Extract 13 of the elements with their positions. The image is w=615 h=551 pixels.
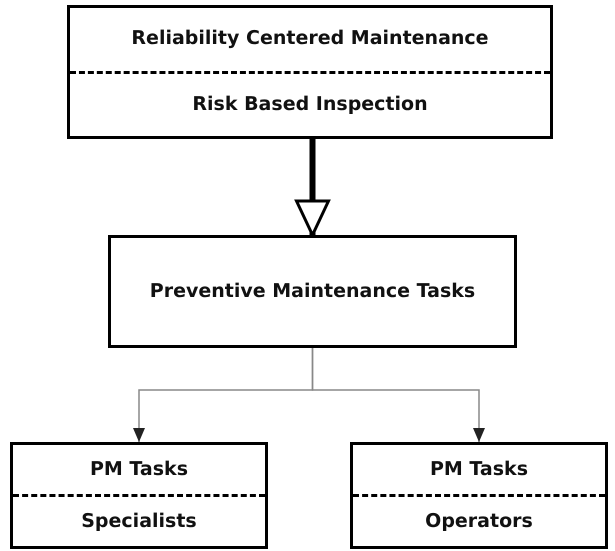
box-label: Reliability Centered Maintenance (131, 27, 489, 52)
process-box (108, 235, 517, 348)
box-label: Specialists (81, 510, 197, 534)
process-box (10, 442, 268, 549)
arrow (312, 348, 485, 442)
process-box (67, 5, 553, 139)
box-label: Operators (425, 510, 533, 534)
box-label: PM Tasks (90, 458, 188, 482)
box-label: Preventive Maintenance Tasks (150, 280, 476, 304)
box-label: PM Tasks (430, 458, 528, 482)
arrow (295, 139, 330, 236)
process-box (350, 442, 608, 549)
box-label: Risk Based Inspection (192, 92, 428, 117)
